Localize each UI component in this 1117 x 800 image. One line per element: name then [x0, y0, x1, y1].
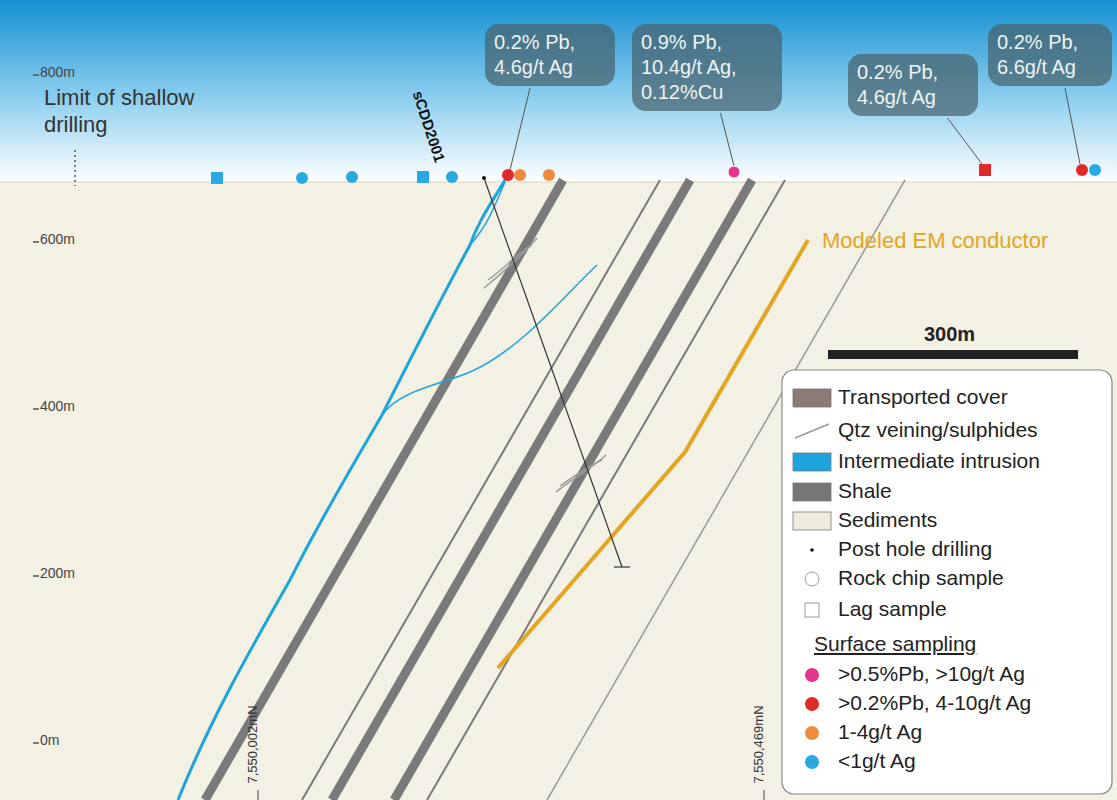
drill-hole-label: sCDD2001 [410, 89, 449, 165]
legend-text: Lag sample [838, 597, 947, 621]
leader-line [721, 113, 735, 166]
legend-text: 1-4g/t Ag [838, 720, 922, 744]
depth-label: 400m [40, 398, 75, 414]
legend-swatch [793, 453, 831, 471]
legend-text: Rock chip sample [838, 566, 1004, 590]
northing-label: 7,550,469mN [751, 705, 766, 783]
collar [482, 176, 486, 180]
assay-callout: 0.2% Pb, 4.6g/t Ag [848, 54, 978, 116]
legend-text: Post hole drilling [838, 537, 992, 561]
legend-text: >0.5%Pb, >10g/t Ag [838, 662, 1025, 686]
northing-label: 7,550,002mN [245, 705, 260, 783]
legend-swatch [795, 424, 829, 438]
legend-text: Qtz veining/sulphides [838, 418, 1038, 442]
legend-swatch [805, 572, 819, 586]
legend-swatch [805, 603, 819, 617]
legend-swatch [805, 726, 819, 740]
legend-text: Shale [838, 479, 892, 503]
legend-text: >0.2%Pb, 4-10g/t Ag [838, 691, 1031, 715]
depth-label: 800m [40, 64, 75, 80]
assay-callout: 0.2% Pb, 4.6g/t Ag [485, 24, 615, 86]
northing-ticks [258, 790, 764, 800]
ground [0, 182, 1117, 800]
leader-line [948, 118, 983, 164]
assay-text: 0.9% Pb, 10.4g/t Ag, 0.12%Cu [641, 30, 773, 105]
drilling-limit-label: Limit of shallow drilling [44, 84, 244, 138]
leader-line [510, 88, 530, 170]
em-conductor [498, 240, 808, 668]
depth-label: 0m [40, 732, 59, 748]
axis-ticks [33, 75, 39, 743]
legend-swatch [805, 697, 819, 711]
legend-samples [793, 389, 831, 769]
legend-text: Transported cover [838, 385, 1008, 409]
legend-swatch [810, 548, 814, 552]
legend-heading: Surface sampling [814, 632, 976, 656]
legend-text: Sediments [838, 508, 937, 532]
legend-swatch [793, 512, 831, 530]
drilling-limit [74, 150, 76, 186]
depth-label: 200m [40, 565, 75, 581]
assay-text: 0.2% Pb, 6.6g/t Ag [997, 30, 1103, 80]
scale-label: 300m [924, 323, 975, 346]
assay-text: 0.2% Pb, 4.6g/t Ag [857, 60, 969, 110]
legend-box [782, 370, 1112, 794]
scale-bar [828, 350, 1078, 359]
legend-text: Intermediate intrusion [838, 449, 1040, 473]
legend-text: <1g/t Ag [838, 749, 916, 773]
legend-swatch [793, 389, 831, 407]
legend-swatch [805, 668, 819, 682]
depth-label: 600m [40, 231, 75, 247]
sky [0, 0, 1117, 182]
drill-hole [484, 178, 630, 567]
assay-callout: 0.9% Pb, 10.4g/t Ag, 0.12%Cu [632, 24, 782, 111]
leader-lines [510, 88, 1080, 170]
intrusion [178, 180, 597, 800]
surface-samples [211, 164, 1101, 184]
qtz-veins [484, 238, 606, 492]
assay-callout: 0.2% Pb, 6.6g/t Ag [988, 24, 1112, 86]
legend-swatch [805, 755, 819, 769]
leader-line [1065, 88, 1080, 164]
legend-swatch [793, 483, 831, 501]
conductor-label: Modeled EM conductor [822, 228, 1048, 254]
assay-text: 0.2% Pb, 4.6g/t Ag [494, 30, 606, 80]
